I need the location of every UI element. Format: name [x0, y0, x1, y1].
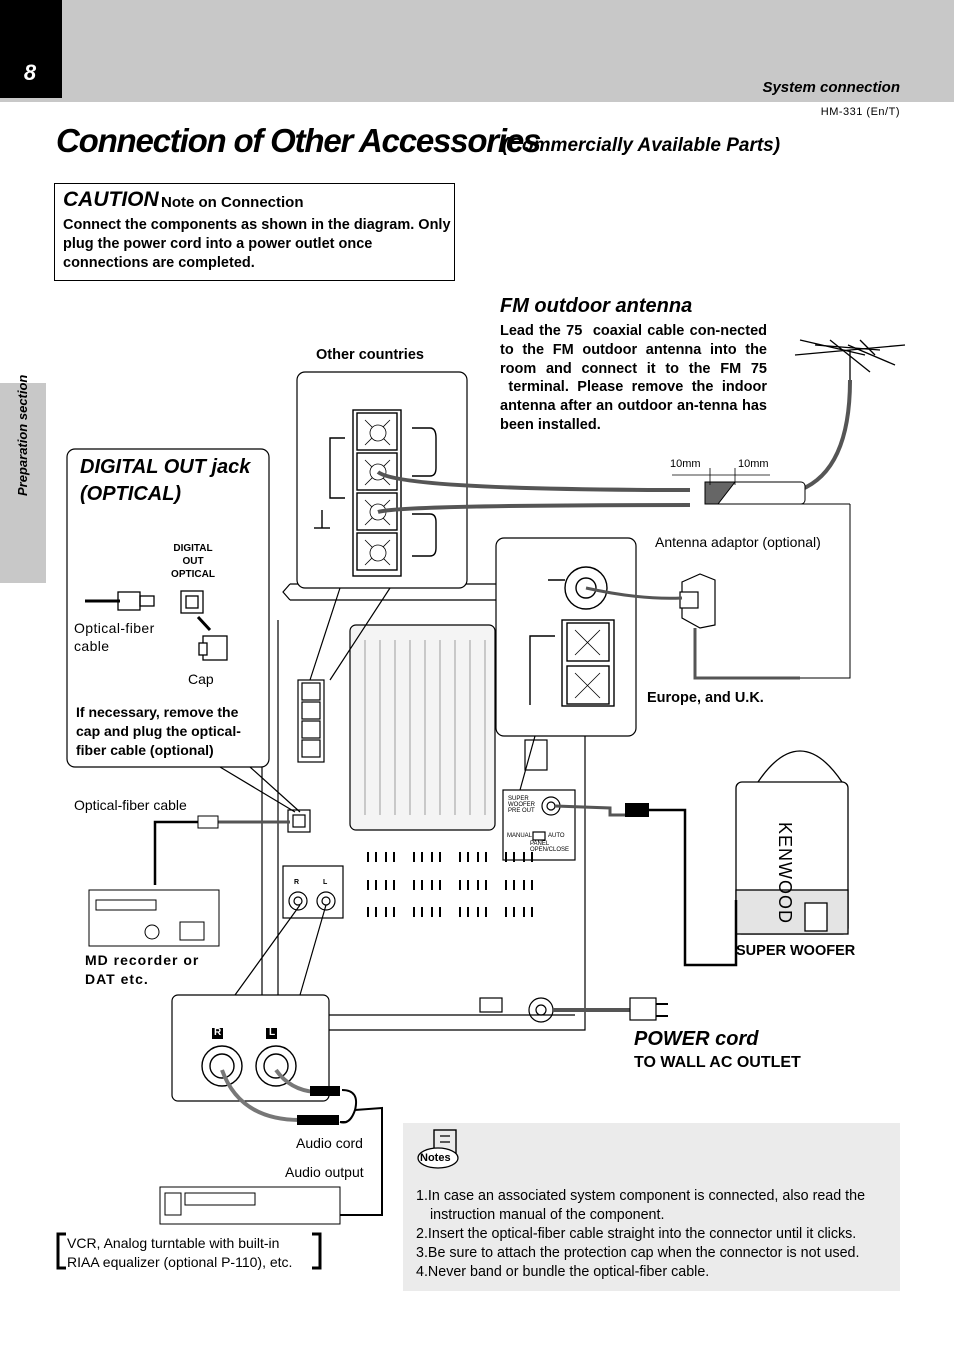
section-title: System connection: [762, 79, 900, 96]
dim-10mm-b: 10mm: [738, 458, 769, 470]
note-item: 2.Insert the optical-fiber cable straigh…: [416, 1226, 857, 1242]
panel-open-close-label: PANEL OPEN/CLOSE: [530, 841, 569, 853]
side-tab: [0, 383, 46, 583]
fm-body: Lead the 75 coaxial cable con-nected to …: [500, 323, 767, 433]
sw-preout-label: SUPER WOOFER PRE OUT: [508, 796, 535, 814]
digital-out-title-line2: (OPTICAL): [80, 483, 182, 505]
jack-r-small: R: [294, 879, 300, 886]
cap-label: Cap: [188, 671, 214, 687]
vcr-caption: VCR, Analog turntable with built-in RIAA…: [67, 1235, 293, 1270]
super-woofer-label: SUPER WOOFER: [736, 943, 856, 959]
digital-jack-line1: DIGITAL: [173, 543, 213, 554]
jack-l-label: L: [269, 1027, 276, 1038]
power-cord-title: POWER cord: [634, 1028, 759, 1050]
caution-note: Note on Connection: [161, 194, 304, 211]
label-europe: Europe, and U.K.: [647, 690, 764, 706]
dim-10mm-a: 10mm: [670, 458, 701, 470]
digital-jack-label: DIGITAL OUT OPTICAL: [160, 542, 226, 581]
auto-label: AUTO: [548, 833, 565, 839]
digital-out-title: DIGITAL OUT jack (OPTICAL): [80, 454, 250, 508]
jack-l-small: L: [323, 879, 328, 886]
audio-output-label: Audio output: [285, 1164, 364, 1180]
jack-r-label: R: [214, 1027, 222, 1038]
optical-cable-main-label: Optical-fiber cable: [74, 797, 187, 813]
caution-box: [54, 183, 455, 281]
page-number: 8: [23, 60, 37, 85]
header-bar: [0, 0, 954, 102]
md-recorder-label: MD recorder or DAT etc.: [85, 952, 200, 987]
model-code: HM-331 (En/T): [820, 106, 900, 118]
caution-label: CAUTION: [63, 188, 159, 211]
audio-cord-label: Audio cord: [296, 1135, 363, 1151]
page-number-box: [0, 0, 62, 98]
panel-label-line2: OPEN/CLOSE: [530, 847, 570, 853]
wall-outlet-label: TO WALL AC OUTLET: [634, 1054, 801, 1071]
notes-icon-label: Notes: [420, 1152, 451, 1164]
woofer-brand: KENWOOD: [775, 822, 795, 925]
panel-label-line1: PANEL: [530, 841, 550, 847]
notes-icon: [417, 1129, 459, 1169]
optical-cable-line2: cable: [74, 638, 110, 654]
sw-preout-line2: WOOFER: [508, 802, 535, 808]
digital-instruction: If necessary, remove the cap and plug th…: [76, 704, 241, 758]
notes-box: [403, 1123, 900, 1291]
digital-jack-line3: OPTICAL: [171, 569, 215, 580]
page-subtitle: (Commercially Available Parts): [502, 135, 781, 156]
label-other-countries: Other countries: [316, 347, 424, 363]
sw-preout-line3: PRE OUT: [508, 808, 535, 814]
optical-cable-label: Optical-fiber cable: [74, 619, 155, 655]
page-title: Connection of Other Accessories: [56, 122, 541, 159]
label-antenna-adaptor: Antenna adaptor (optional): [655, 534, 821, 550]
note-item: 1.In case an associated system component…: [416, 1188, 866, 1223]
fm-title: FM outdoor antenna: [500, 295, 693, 317]
note-item: 3.Be sure to attach the protection cap w…: [416, 1245, 860, 1261]
notes-list: 1.In case an associated system component…: [416, 1187, 896, 1282]
digital-jack-line2: OUT: [182, 556, 204, 567]
sw-preout-line1: SUPER: [508, 796, 529, 802]
caution-body: Connect the components as shown in the d…: [63, 217, 451, 271]
manual-label: MANUAL: [507, 833, 533, 839]
optical-cable-line1: Optical-fiber: [74, 620, 155, 636]
digital-out-title-line1: DIGITAL OUT jack: [80, 456, 251, 478]
note-item: 4.Never band or bundle the optical-fiber…: [416, 1264, 710, 1280]
